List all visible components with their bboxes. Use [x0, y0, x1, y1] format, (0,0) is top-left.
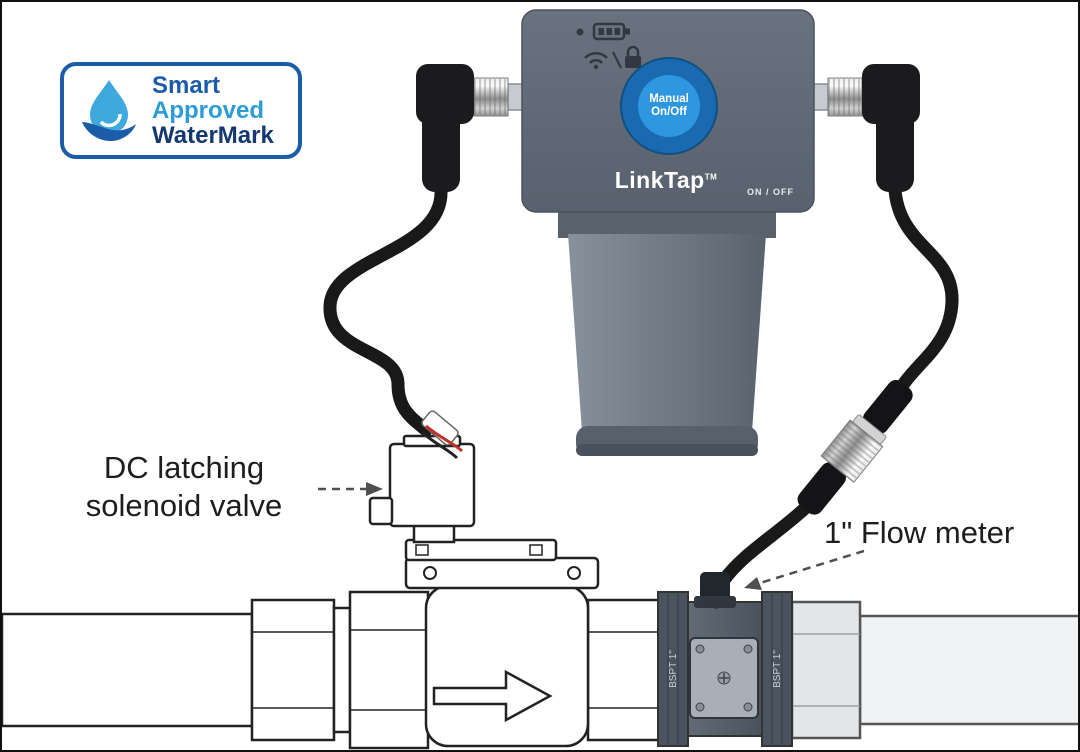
solenoid-label-line1: DC latching — [103, 450, 265, 485]
button-label-line1: Manual — [649, 93, 689, 105]
wire-connector — [421, 410, 459, 446]
solenoid-valve-drawing — [368, 434, 600, 748]
solenoid-label-line2: solenoid valve — [85, 488, 283, 523]
coil-cable-gland — [368, 496, 394, 526]
plate-screw — [695, 644, 705, 654]
pipe-collar — [332, 606, 352, 734]
flange-screw-left — [423, 566, 437, 580]
red-wire — [425, 424, 464, 453]
battery-icon — [592, 22, 630, 41]
left-connector-knurl — [473, 77, 509, 117]
pipe-nut-left — [250, 598, 336, 742]
flow-direction-arrow — [432, 669, 553, 723]
hand — [82, 121, 136, 141]
trademark-symbol: TM — [704, 172, 718, 182]
pipe-nut-right-of-valve — [586, 598, 662, 742]
flow-meter-marking-left: BSPT 1" — [668, 650, 679, 688]
watermark-badge: Smart Approved WaterMark — [60, 62, 302, 159]
brand-text: LinkTap — [614, 167, 705, 193]
pipe-right — [858, 614, 1078, 726]
lock-icon — [625, 45, 641, 68]
badge-line-watermark: WaterMark — [152, 122, 274, 149]
button-label-line2: On/Off — [651, 106, 687, 118]
pipe-assembly — [2, 590, 1078, 750]
slash-divider — [612, 51, 622, 69]
annotation-arrows — [318, 482, 865, 590]
plate-screw — [743, 702, 753, 712]
wifi-icon — [584, 51, 608, 70]
brand-logo: LinkTapTM — [596, 167, 736, 194]
solenoid-coil — [388, 442, 476, 528]
meter-cable-gland — [694, 572, 736, 608]
badge-text: Smart Approved WaterMark — [152, 73, 274, 148]
flowmeter-arrowhead — [744, 577, 762, 590]
flow-meter-drawing: BSPT 1" BSPT 1" — [657, 591, 793, 747]
water-drop-hand-icon — [82, 79, 136, 141]
manual-onoff-button-face: Manual On/Off — [638, 75, 700, 137]
manual-onoff-button: Manual On/Off — [620, 57, 718, 155]
flowmeter-pointer-line — [759, 549, 865, 585]
badge-line-smart: Smart — [152, 72, 221, 99]
black-wire — [420, 430, 459, 460]
solenoid-valve-label: DC latching solenoid valve — [46, 449, 322, 525]
pipe-nut-right-of-meter — [790, 600, 862, 740]
flow-meter-label: 1" Flow meter — [824, 515, 1015, 550]
pipe-left — [2, 612, 254, 728]
device-hose-adapter — [558, 208, 776, 456]
pipe-coupling-nut — [348, 590, 430, 750]
flange-screw-right — [567, 566, 581, 580]
plate-screw — [743, 644, 753, 654]
inline-connector — [797, 380, 913, 515]
plate-screw — [695, 702, 705, 712]
left-cable — [323, 183, 464, 460]
solenoid-arrowhead — [366, 482, 383, 496]
badge-line-approved: Approved — [152, 97, 265, 124]
onoff-switch-label: ON / OFF — [747, 187, 794, 197]
power-led — [576, 28, 584, 36]
flow-meter-marking-right: BSPT 1" — [772, 650, 783, 688]
